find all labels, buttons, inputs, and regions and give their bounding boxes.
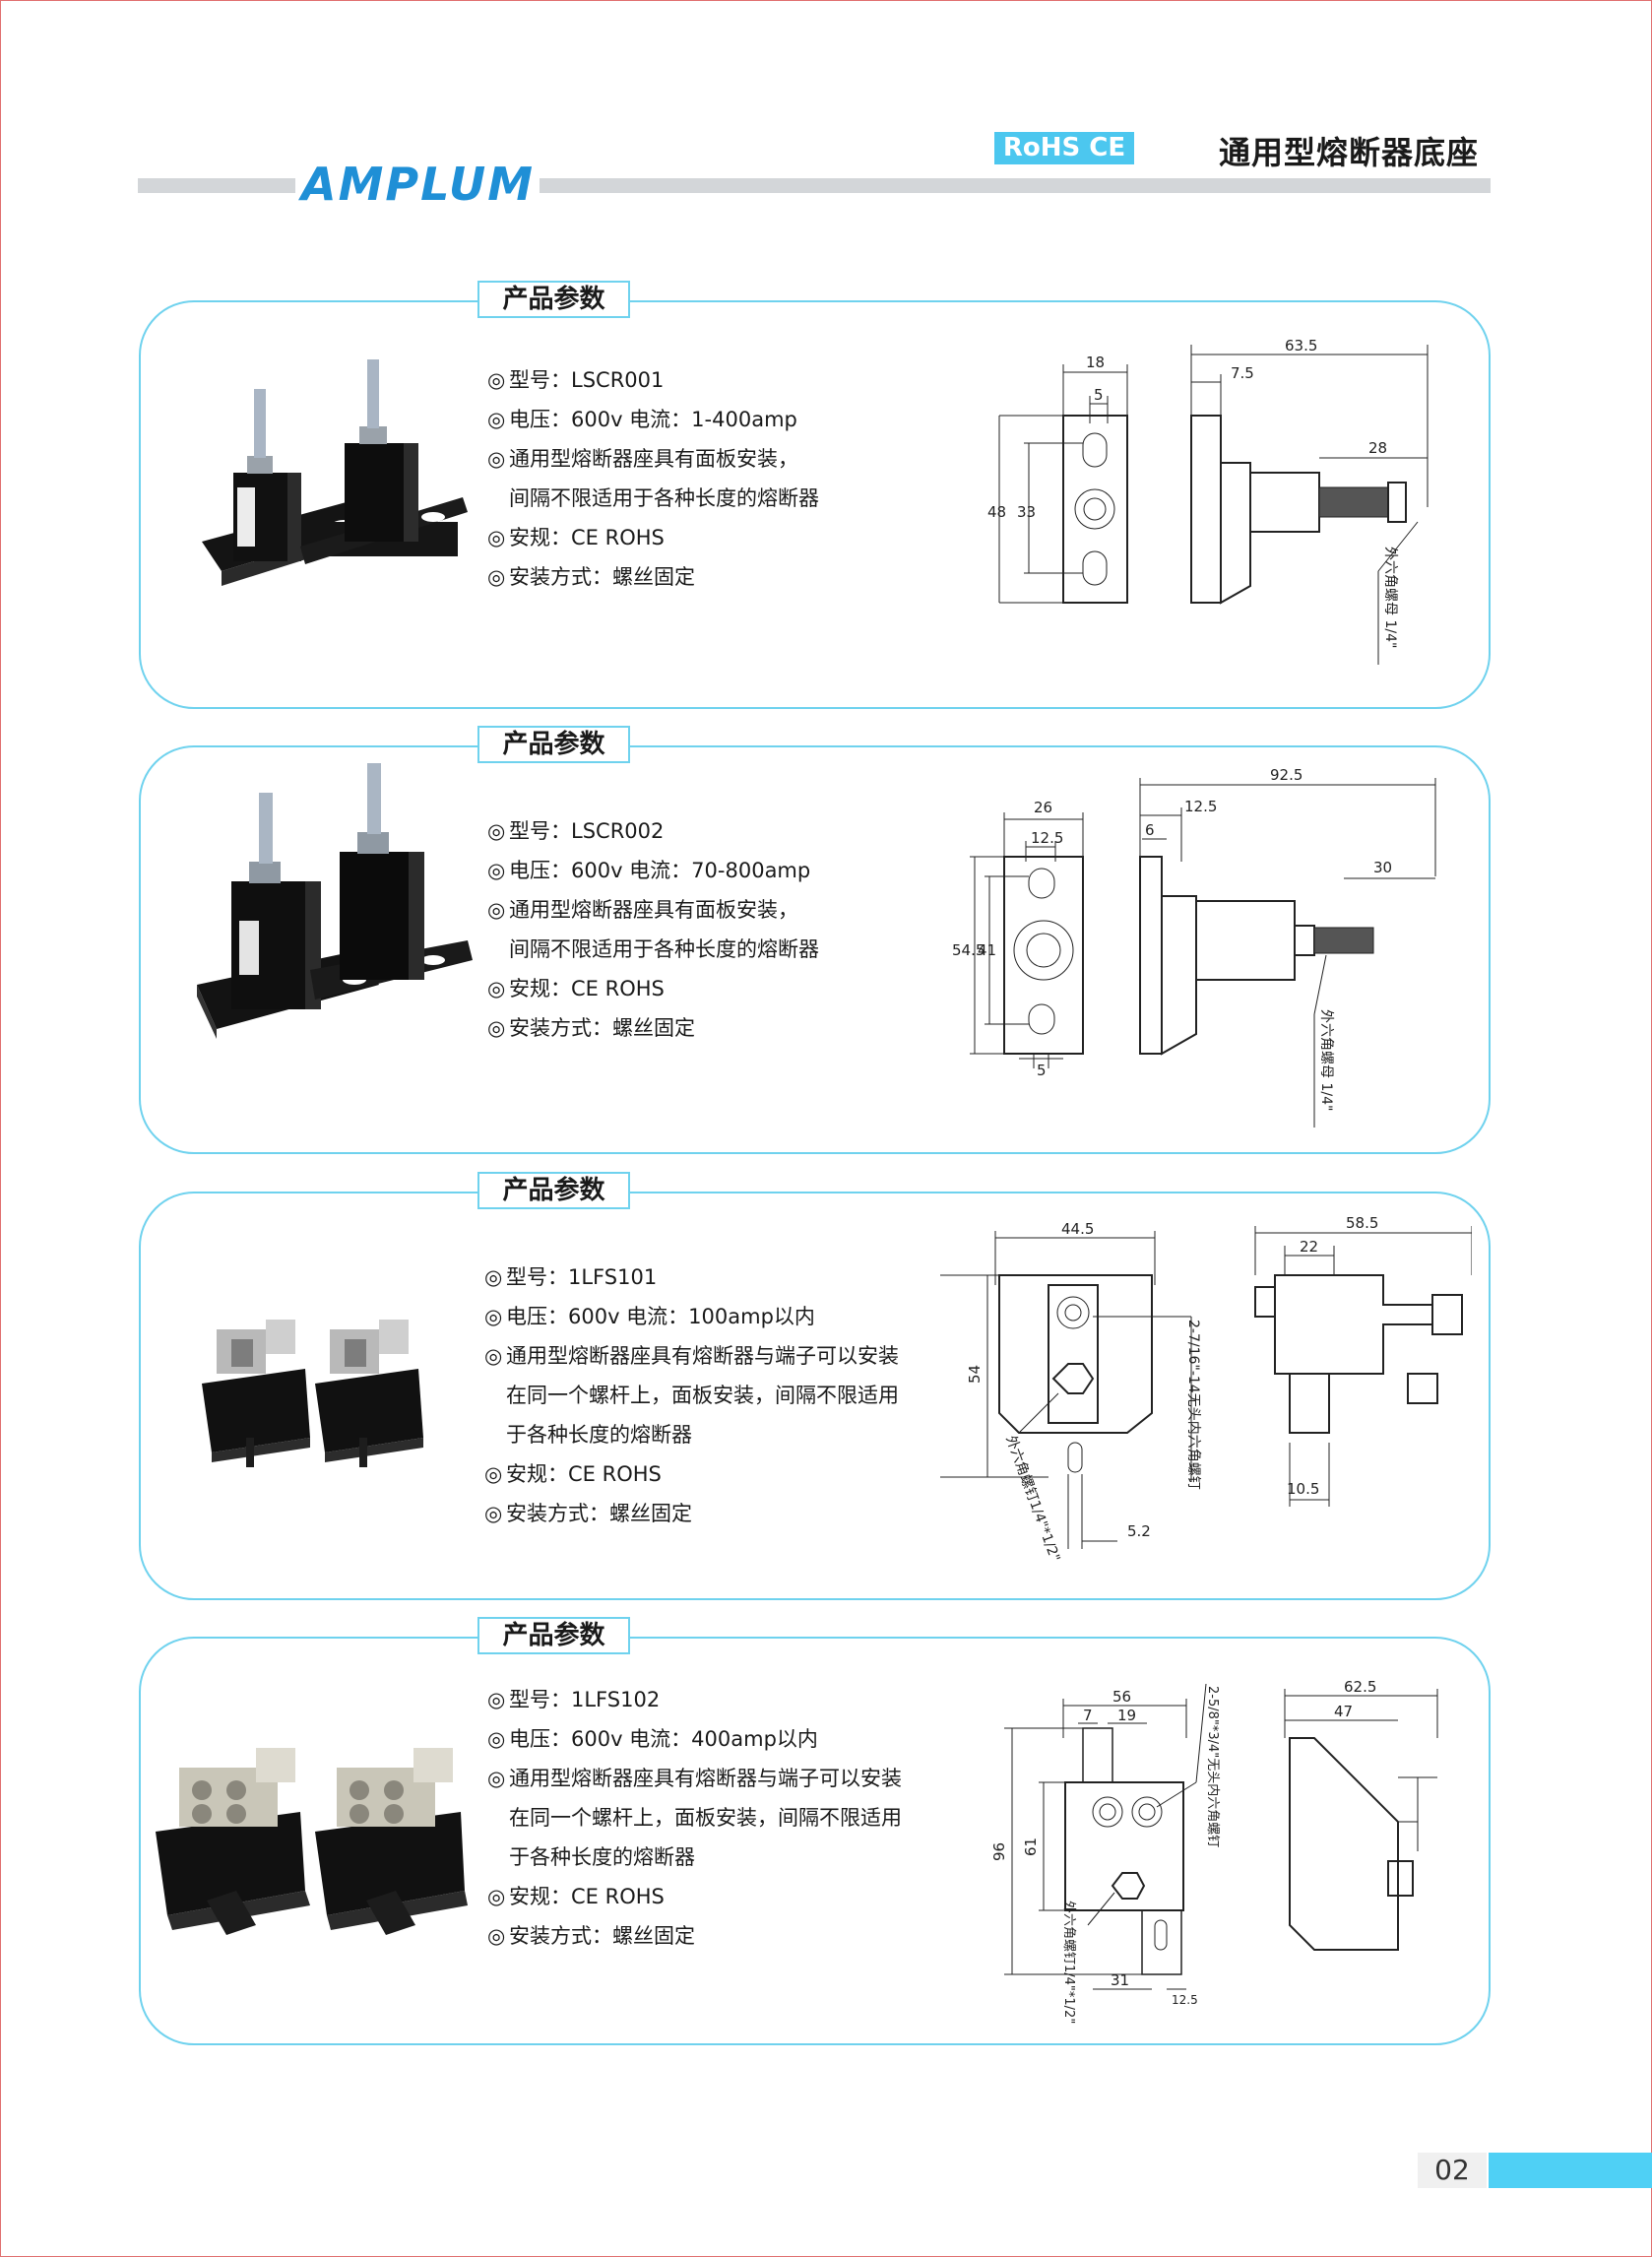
spec-compliance: ◎安规：CE ROHS [484, 1462, 662, 1486]
dim-label: 47 [1334, 1703, 1353, 1720]
section-label: 产品参数 [477, 1172, 630, 1209]
dim-label: 28 [1368, 439, 1387, 457]
dim-label: 7 [1083, 1707, 1093, 1724]
dim-label: 30 [1373, 859, 1392, 876]
dimension-drawing-lscr002: 26 12.5 41 54.5 5 92.5 12.5 6 30 外六角螺母 1… [952, 766, 1436, 1128]
product-photo-1lfs102 [156, 1748, 468, 1935]
dim-label: 58.5 [1346, 1216, 1378, 1232]
spec-description: ◎通用型熔断器座具有面板安装， [487, 898, 798, 922]
dim-label: 41 [978, 941, 996, 959]
dim-label: 6 [1145, 821, 1155, 839]
spec-description: ◎通用型熔断器座具有熔断器与端子可以安装 [484, 1344, 899, 1368]
spec-rating: ◎电压：600v 电流：70-800amp [487, 859, 811, 882]
dim-label: 2-5/8"*3/4"无头内六角螺钉 [1205, 1686, 1221, 1847]
spec-mounting: ◎安装方式：螺丝固定 [487, 565, 695, 589]
section-label: 产品参数 [477, 281, 630, 318]
product-card-4 [139, 1637, 1491, 2045]
product-photo-lscr001 [202, 359, 468, 586]
dimension-drawing-1lfs101: 44.5 54 5.2 2-7/16"-14无头内六角螺钉 外六角螺钉1/4"*… [940, 1216, 1472, 1564]
dimension-drawing-lscr001: 18 5 33 48 63.5 7.5 28 外六角螺母 1/4" [987, 337, 1429, 665]
spec-compliance: ◎安规：CE ROHS [487, 1885, 665, 1908]
footer-bar [1489, 2153, 1652, 2188]
product-card-3 [139, 1192, 1491, 1600]
dim-label: 22 [1300, 1238, 1318, 1256]
dim-label: 56 [1112, 1688, 1131, 1706]
spec-description-cont: 间隔不限适用于各种长度的熔断器 [509, 486, 819, 510]
dim-label: 31 [1111, 1971, 1129, 1989]
dim-label: 18 [1086, 354, 1105, 371]
spec-mounting: ◎安装方式：螺丝固定 [487, 1016, 695, 1040]
brand-logo: AMPLUM [301, 158, 536, 211]
spec-list: ◎型号：1LFS101 ◎电压：600v 电流：100amp以内 ◎通用型熔断器… [484, 1257, 899, 1533]
dim-label: 12.5 [1031, 829, 1063, 847]
dim-label: 44.5 [1061, 1220, 1094, 1238]
dim-label: 61 [1022, 1838, 1040, 1856]
spec-description-cont: 在同一个螺杆上，面板安装，间隔不限适用 [506, 1384, 899, 1407]
product-photo-1lfs101 [202, 1320, 423, 1467]
dim-label: 63.5 [1285, 337, 1317, 355]
product-card-2 [139, 745, 1491, 1154]
dim-label: 5 [1037, 1062, 1047, 1079]
dim-label: 10.5 [1287, 1480, 1319, 1498]
spec-rating: ◎电压：600v 电流：100amp以内 [484, 1305, 815, 1328]
dim-label: 92.5 [1270, 766, 1303, 784]
spec-description: ◎通用型熔断器座具有熔断器与端子可以安装 [487, 1767, 902, 1790]
dim-label: 外六角螺母 1/4" [1318, 1009, 1334, 1111]
dim-label: 12.5 [1172, 1993, 1198, 2007]
dim-label: 2-7/16"-14无头内六角螺钉 [1185, 1320, 1201, 1490]
spec-description-cont: 间隔不限适用于各种长度的熔断器 [509, 937, 819, 961]
section-label: 产品参数 [477, 1617, 630, 1654]
product-card-1 [139, 300, 1491, 709]
dim-label: 12.5 [1184, 798, 1217, 815]
spec-list: ◎型号：LSCR001 ◎电压：600v 电流：1-400amp ◎通用型熔断器… [487, 360, 819, 597]
spec-model: ◎型号：1LFS101 [484, 1265, 658, 1289]
spec-description-cont: 在同一个螺杆上，面板安装，间隔不限适用 [509, 1806, 902, 1830]
dim-label: 7.5 [1231, 364, 1254, 382]
dim-label: 19 [1117, 1707, 1136, 1724]
spec-rating: ◎电压：600v 电流：400amp以内 [487, 1727, 818, 1751]
dim-label: 33 [1017, 503, 1036, 521]
page-number: 02 [1418, 2153, 1487, 2188]
certification-badge: RoHS CE [994, 132, 1134, 164]
spec-description-cont: 于各种长度的熔断器 [506, 1423, 692, 1447]
spec-model: ◎型号：1LFS102 [487, 1688, 661, 1711]
page-title: 通用型熔断器底座 [1219, 134, 1480, 171]
section-label: 产品参数 [477, 726, 630, 763]
spec-rating: ◎电压：600v 电流：1-400amp [487, 408, 797, 431]
spec-compliance: ◎安规：CE ROHS [487, 977, 665, 1000]
dim-label: 外六角螺钉1/4"*1/2" [1061, 1901, 1076, 2024]
brand-bar [540, 178, 1491, 193]
dim-label: 96 [990, 1842, 1008, 1861]
spec-model: ◎型号：LSCR002 [487, 819, 665, 843]
spec-description-cont: 于各种长度的熔断器 [509, 1845, 695, 1869]
spec-list: ◎型号：1LFS102 ◎电压：600v 电流：400amp以内 ◎通用型熔断器… [487, 1680, 902, 1956]
product-photo-lscr002 [197, 763, 473, 1039]
brand-bar [138, 178, 295, 193]
spec-mounting: ◎安装方式：螺丝固定 [484, 1502, 692, 1525]
spec-list: ◎型号：LSCR002 ◎电压：600v 电流：70-800amp ◎通用型熔断… [487, 811, 819, 1048]
dim-label: 54.5 [952, 941, 985, 959]
dim-label: 外六角螺钉1/4"*1/2" [1002, 1434, 1062, 1564]
spec-mounting: ◎安装方式：螺丝固定 [487, 1924, 695, 1948]
dim-label: 5 [1094, 386, 1104, 404]
spec-model: ◎型号：LSCR001 [487, 368, 665, 392]
dim-label: 48 [987, 503, 1006, 521]
spec-description: ◎通用型熔断器座具有面板安装， [487, 447, 798, 471]
dim-label: 62.5 [1344, 1678, 1376, 1696]
spec-compliance: ◎安规：CE ROHS [487, 526, 665, 549]
dim-label: 54 [966, 1365, 984, 1384]
dim-label: 5.2 [1127, 1522, 1151, 1540]
dim-label: 26 [1034, 799, 1052, 816]
dim-label: 外六角螺母 1/4" [1382, 547, 1398, 648]
dimension-drawing-1lfs102: 56 7 19 96 61 31 12.5 2-5/8"*3/4"无头内六角螺钉… [990, 1678, 1438, 2024]
